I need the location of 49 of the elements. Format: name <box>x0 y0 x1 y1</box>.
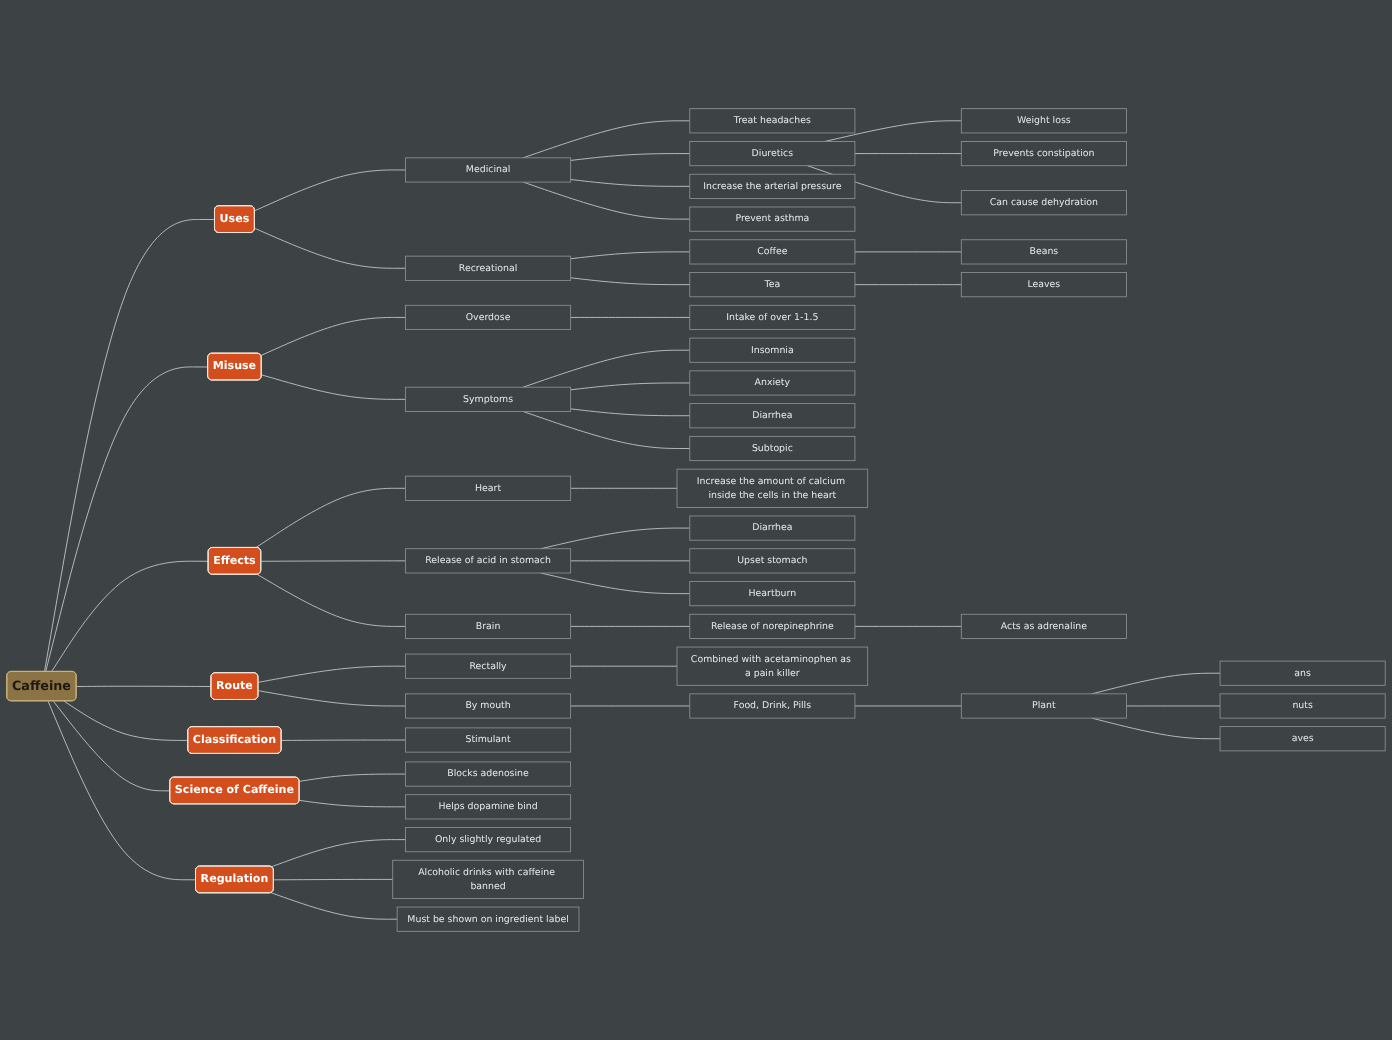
connector <box>257 665 406 683</box>
connector <box>570 179 691 187</box>
connector <box>522 120 691 159</box>
connector <box>570 277 691 286</box>
connector <box>255 487 406 549</box>
connector <box>570 705 691 707</box>
connector <box>45 366 209 673</box>
connector <box>570 487 678 489</box>
connector <box>570 317 691 318</box>
connector <box>522 349 691 388</box>
connector <box>570 251 691 260</box>
connector <box>261 374 406 400</box>
connector <box>570 153 691 161</box>
connector <box>254 227 406 269</box>
connector <box>854 705 962 707</box>
connector <box>540 527 691 550</box>
connector <box>281 739 406 741</box>
connector <box>257 574 406 627</box>
connector <box>260 317 406 356</box>
connector <box>540 572 691 595</box>
connector <box>570 408 691 417</box>
connector <box>44 219 216 673</box>
connector <box>570 382 691 391</box>
connector <box>854 284 962 286</box>
connector <box>570 665 678 667</box>
connector <box>270 839 406 868</box>
connector <box>570 560 691 562</box>
connector <box>273 878 394 881</box>
connector <box>63 700 189 741</box>
connector <box>570 625 691 627</box>
connector <box>257 690 406 707</box>
connector <box>299 773 406 782</box>
connector <box>51 560 209 673</box>
connector <box>52 700 171 792</box>
connector <box>47 700 197 881</box>
connector <box>854 251 962 253</box>
connector <box>270 892 398 920</box>
connector <box>522 181 691 220</box>
connector <box>1091 672 1221 695</box>
connector <box>824 120 962 142</box>
connector <box>260 560 406 562</box>
connector <box>76 685 212 687</box>
connector <box>854 153 962 154</box>
connector <box>854 625 962 627</box>
connector <box>522 411 691 449</box>
connector <box>254 169 406 212</box>
connector <box>1091 717 1221 740</box>
connector <box>299 799 406 808</box>
connector <box>1126 705 1221 707</box>
